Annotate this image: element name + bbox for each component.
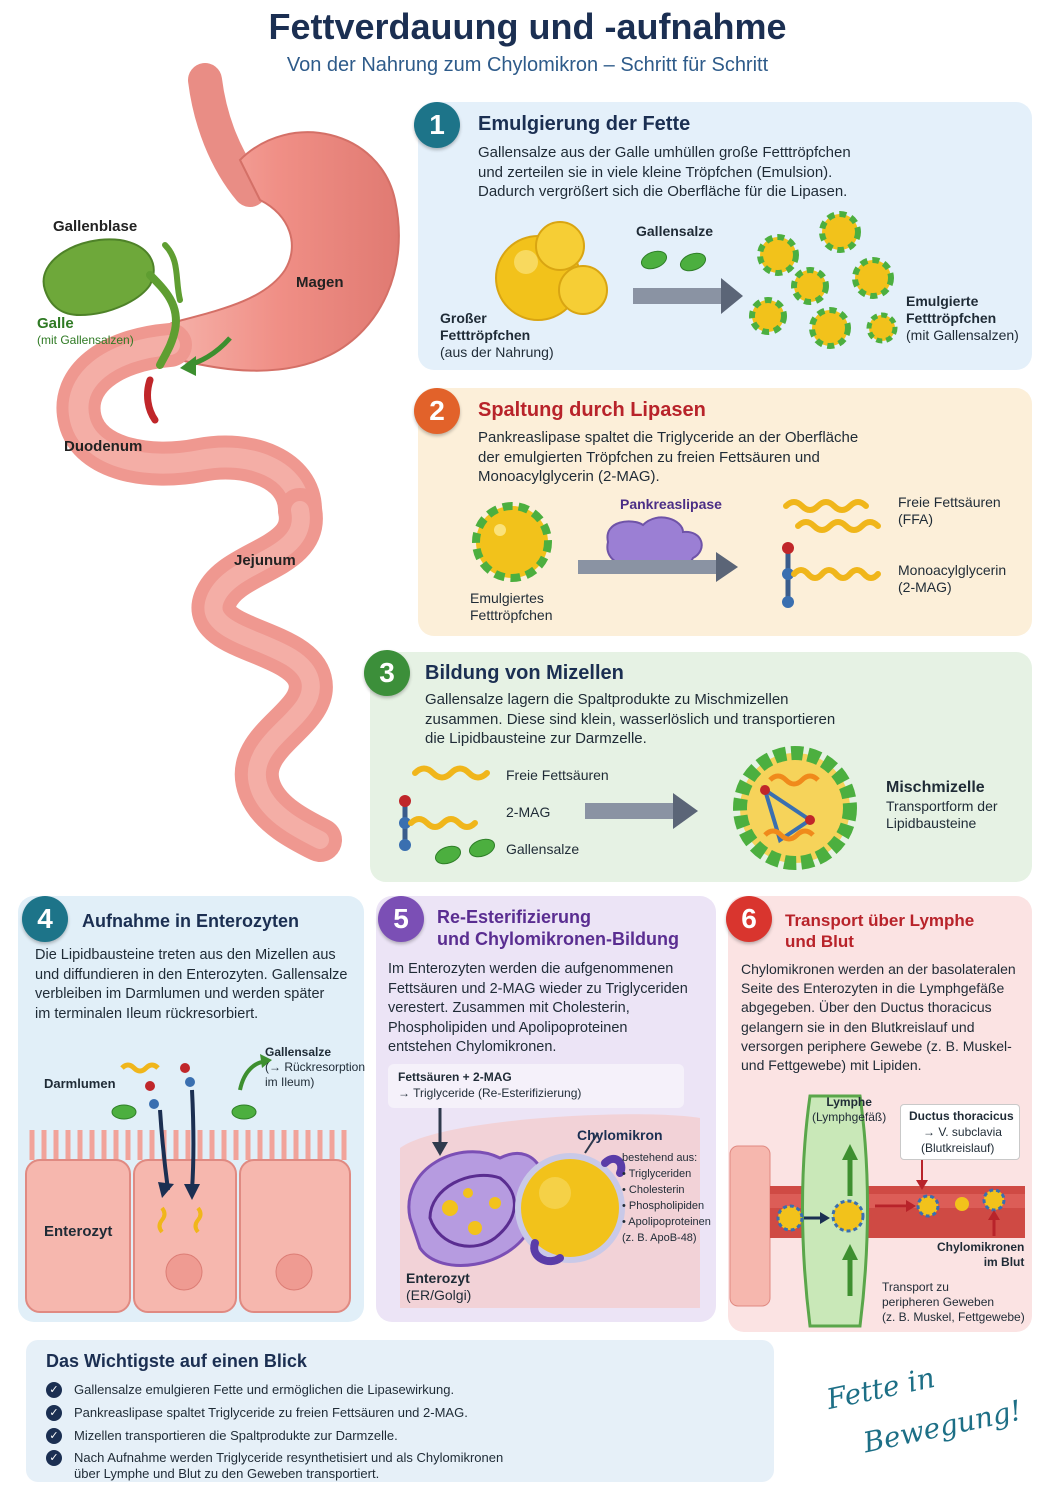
page-title: Fettverdauung und -aufnahme (268, 6, 787, 47)
signature-line-1: Fette in (823, 1360, 938, 1417)
check-icon: ✓ (46, 1382, 62, 1398)
step-2-droplet-label: Emulgiertes Fetttröpfchen (470, 590, 553, 623)
step-1-heading: Emulgierung der Fette (478, 113, 691, 135)
check-icon: ✓ (46, 1450, 62, 1466)
step-1-emulsified-label: Emulgierte Fetttröpfchen (mit Gallensalz… (906, 293, 1019, 343)
jejunum-label: Jejunum (234, 552, 296, 569)
step-2-badge: 2 (414, 388, 460, 434)
step-6-ductus-box: Ductus thoracicus → V. subclavia (Blutkr… (900, 1104, 1020, 1160)
summary-item: ✓Gallensalze emulgieren Fette und ermögl… (46, 1382, 454, 1398)
gallbladder-shape (42, 238, 155, 317)
step-5-text: Im Enterozyten werden die aufgenommenen … (388, 961, 688, 1055)
gallbladder-label: Gallenblase (53, 218, 138, 235)
esophagus (188, 63, 267, 207)
step-3-illustration (399, 746, 857, 870)
step-5-reaction-box: Fettsäuren + 2-MAG → Triglyceride (Re-Es… (388, 1064, 684, 1108)
step-3-mag-label: 2-MAG (506, 804, 551, 820)
summary-heading: Das Wichtigste auf einen Blick (46, 1351, 307, 1371)
summary-item: ✓Mizellen transportieren die Spaltproduk… (46, 1428, 398, 1444)
step-1-salts-label: Gallensalze (636, 223, 714, 239)
step-5-illustration (400, 1108, 700, 1308)
summary-item-continuation: über Lymphe und Blut zu den Geweben tran… (74, 1466, 380, 1481)
step-5-heading: Re-Esterifizierung und Chylomikronen-Bil… (437, 907, 679, 949)
step-6-text: Chylomikronen werden an der basolaterale… (741, 961, 1016, 1074)
step-5-composition-list: bestehend aus: • Triglyceriden • Cholest… (622, 1152, 711, 1244)
digestive-tract-illustration (42, 63, 400, 862)
step-3-salts-label: Gallensalze (506, 841, 580, 857)
summary-panel (26, 1340, 774, 1482)
page-subtitle: Von der Nahrung zum Chylomikron – Schrit… (286, 54, 769, 76)
step-3-heading: Bildung von Mizellen (425, 662, 624, 684)
step-2-mag-label: Monoacylglycerin (2-MAG) (898, 562, 1007, 595)
step-2-illustration (472, 499, 881, 608)
step-1-text: Gallensalze aus der Galle umhüllen große… (478, 144, 851, 200)
stomach-label: Magen (296, 274, 344, 291)
check-icon: ✓ (46, 1405, 62, 1421)
step-6-lymph-label: Lymphe (Lymphgefäß) (812, 1095, 887, 1124)
step-6-heading: Transport über Lymphe und Blut (785, 911, 975, 951)
step-4-heading: Aufnahme in Enterozyten (82, 911, 300, 931)
step-2-ffa-label: Freie Fettsäuren (FFA) (898, 494, 1001, 527)
step-3-micelle-label: Mischmizelle Transportform der Lipidbaus… (886, 779, 998, 831)
stomach-shape (155, 131, 400, 372)
step-3-ffa-label: Freie Fettsäuren (506, 767, 609, 783)
step-6-transport-label: Transport zu peripheren Geweben (z. B. M… (882, 1280, 1025, 1324)
step-5-cell-label: Enterozyt (ER/Golgi) (406, 1270, 472, 1303)
step-5-chylomicron-label: Chylomikron (577, 1127, 663, 1143)
check-icon: ✓ (46, 1428, 62, 1444)
step-4-salts-label: Gallensalze (→ Rückresorption im Ileum) (265, 1045, 366, 1089)
step-1-badge: 1 (414, 102, 460, 148)
step-1-large-droplet-label: Großer Fetttröpfchen (aus der Nahrung) (440, 310, 554, 360)
step-4-illustration (25, 1054, 351, 1313)
step-1-panel (418, 102, 1032, 370)
step-6-illustration (729, 1094, 1025, 1328)
summary-item: ✓Nach Aufnahme werden Triglyceride resyn… (46, 1450, 503, 1466)
summary-item: ✓Pankreaslipase spaltet Triglyceride zu … (46, 1405, 468, 1421)
step-2-text: Pankreaslipase spaltet die Triglyceride … (478, 429, 859, 485)
step-2-lipase-label: Pankreaslipase (620, 496, 722, 512)
mixed-micelle (733, 746, 857, 870)
emulsified-droplets (749, 211, 898, 349)
step-4-badge: 4 (22, 896, 68, 942)
bile-duct (146, 271, 180, 369)
step-3-text: Gallensalze lagern die Spaltprodukte zu … (425, 691, 836, 747)
step-3-badge: 3 (364, 650, 410, 696)
step-4-lumen-label: Darmlumen (44, 1076, 116, 1091)
step-6-badge: 6 (726, 896, 772, 942)
step-2-heading: Spaltung durch Lipasen (478, 399, 706, 421)
step-4-cell-label: Enterozyt (44, 1223, 113, 1240)
bile-sub-label: (mit Gallensalzen) (37, 333, 134, 347)
step-4-text: Die Lipidbausteine treten aus den Mizell… (35, 947, 348, 1022)
step-1-illustration (495, 211, 898, 349)
bile-label: Galle (37, 315, 74, 332)
step-6-blood-label: Chylomikronen im Blut (937, 1240, 1025, 1269)
duodenum-label: Duodenum (64, 438, 143, 455)
step-5-badge: 5 (378, 896, 424, 942)
